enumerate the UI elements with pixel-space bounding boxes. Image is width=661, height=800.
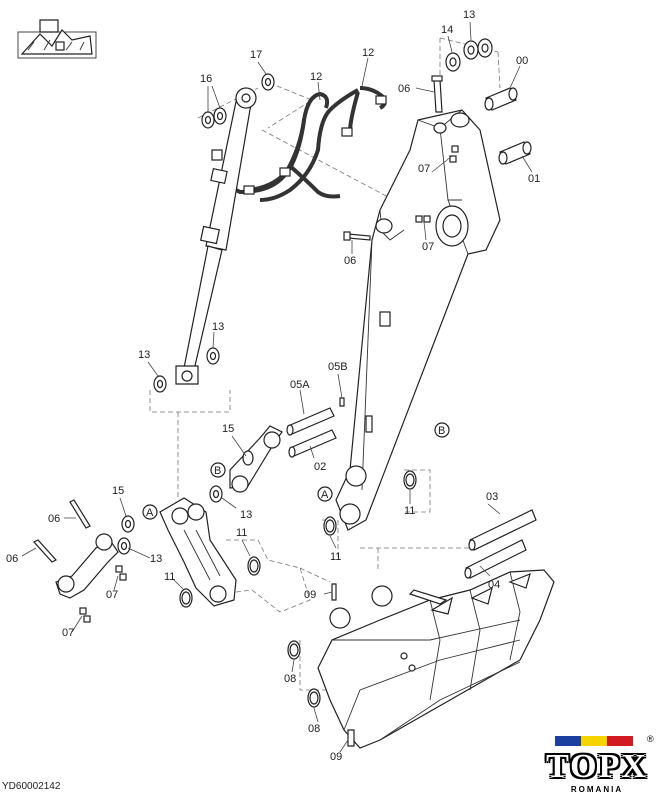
- hose-fitting-icon: [279, 167, 291, 177]
- flag-stripe-red: [607, 736, 633, 746]
- arm-cylinder-boundary: [149, 79, 391, 500]
- label-13: 13: [212, 321, 224, 333]
- label-01: 01: [528, 173, 540, 185]
- hydraulic-hose-12-lower: [235, 91, 341, 199]
- hose-fitting-icon: [243, 185, 255, 195]
- bucket-pin-boundary: [299, 547, 478, 691]
- grease-nipple-07: [415, 145, 459, 223]
- pin-09-upper: [331, 583, 337, 601]
- oring-boundary: [322, 469, 431, 560]
- leader-lines: [21, 21, 533, 753]
- bolt-06-mid: [343, 231, 371, 241]
- registered-mark: ®: [647, 734, 654, 744]
- link-plate: [209, 425, 283, 503]
- washer-14: [445, 52, 461, 72]
- label-05b: 05B: [328, 361, 348, 373]
- label-04: 04: [488, 579, 500, 591]
- main-arm: [335, 109, 501, 531]
- label-06: 06: [344, 255, 356, 267]
- brand-country: ROMANIA: [570, 785, 624, 794]
- label-07: 07: [106, 589, 118, 601]
- label-06: 06: [48, 513, 60, 525]
- bucket: [317, 569, 555, 749]
- bolt-06-top: [431, 75, 443, 113]
- label-11: 11: [164, 571, 175, 583]
- washer-13-cyl: [153, 347, 220, 393]
- ref-marker-b: B: [434, 422, 450, 438]
- label-13: 13: [138, 349, 150, 361]
- label-16: 16: [200, 73, 212, 85]
- washer-16: [201, 107, 227, 129]
- label-13: 13: [463, 9, 475, 21]
- label-12: 12: [362, 47, 374, 59]
- ref-marker-a: A: [317, 486, 333, 502]
- pin-05b: [339, 397, 345, 407]
- label-08: 08: [284, 673, 296, 685]
- brand-name: TOPX: [546, 748, 648, 785]
- washer-13-top: [463, 38, 493, 60]
- svg-text:B: B: [214, 465, 221, 477]
- label-13: 13: [240, 509, 252, 521]
- label-00: 00: [516, 55, 528, 67]
- label-11: 11: [330, 551, 341, 563]
- pin-02: [288, 429, 337, 458]
- label-02: 02: [314, 461, 326, 473]
- label-09: 09: [304, 589, 316, 601]
- label-06: 06: [6, 553, 18, 565]
- label-13: 13: [150, 553, 162, 565]
- label-03: 03: [486, 491, 498, 503]
- arm-cylinder: [175, 87, 257, 385]
- machine-thumbnail-icon: [17, 19, 97, 59]
- bucket-pin-03: [468, 509, 537, 551]
- label-07: 07: [418, 163, 430, 175]
- label-11: 11: [236, 527, 247, 539]
- label-09: 09: [330, 751, 342, 763]
- h-link: [159, 497, 237, 607]
- o-ring-08: [287, 640, 321, 708]
- flag-stripe-blue: [555, 736, 581, 746]
- link-boundary: [226, 539, 331, 613]
- ref-marker-a: A: [142, 504, 158, 520]
- label-06: 06: [398, 83, 410, 95]
- label-07: 07: [422, 241, 434, 253]
- topx-logo: ® TOPX ROMANIA: [537, 734, 657, 796]
- drawing-code: YD60002142: [2, 781, 61, 792]
- label-11: 11: [404, 505, 415, 517]
- flag-stripe-yellow: [581, 736, 607, 746]
- pin-00: [484, 87, 518, 111]
- pin-01: [498, 141, 532, 165]
- label-08: 08: [308, 723, 320, 735]
- bucket-pin-04: [464, 539, 527, 579]
- pin-05a: [286, 407, 335, 436]
- label-17: 17: [250, 49, 262, 61]
- o-ring-11: [179, 470, 417, 608]
- svg-text:B: B: [438, 425, 445, 437]
- hose-fitting-icon: [341, 127, 353, 137]
- label-07: 07: [62, 627, 74, 639]
- svg-text:A: A: [321, 489, 329, 501]
- side-link: [33, 499, 135, 623]
- label-12: 12: [310, 71, 322, 83]
- label-15: 15: [112, 485, 124, 497]
- washer-17: [261, 73, 275, 91]
- pin-09-lower: [347, 729, 355, 747]
- label-05a: 05A: [290, 379, 310, 391]
- hose-fitting-icon: [375, 95, 387, 105]
- svg-text:A: A: [146, 507, 154, 519]
- label-14: 14: [441, 24, 453, 36]
- ref-marker-b: B: [210, 462, 226, 478]
- label-15: 15: [222, 423, 234, 435]
